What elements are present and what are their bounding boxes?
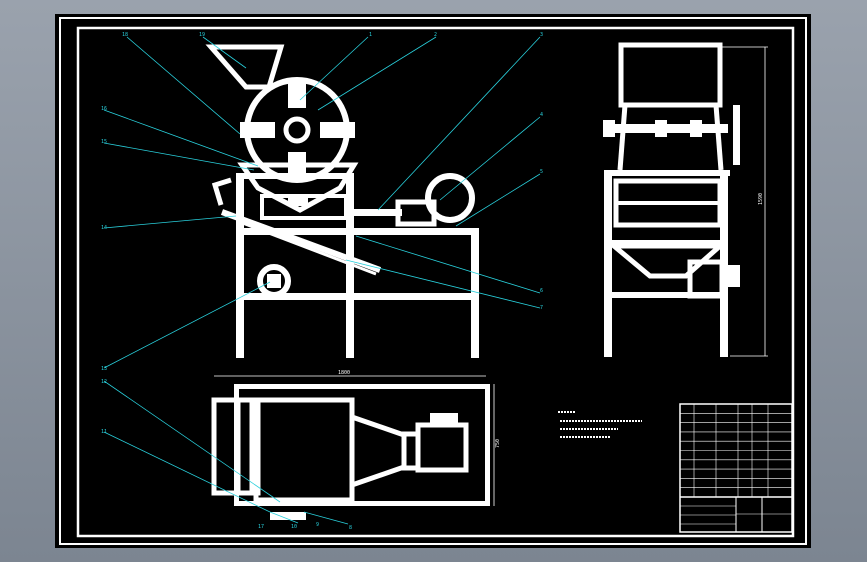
top-motor-stub xyxy=(270,512,306,520)
discharge-funnel xyxy=(237,162,359,213)
top-rail-front xyxy=(234,501,490,506)
callout-3: 3 xyxy=(540,32,543,38)
callout-7: 7 xyxy=(540,305,543,311)
callout-8: 8 xyxy=(349,525,352,531)
frame-leg-left xyxy=(236,173,244,358)
top-view: 1800 750 xyxy=(211,370,501,520)
callout-1: 1 xyxy=(369,32,372,38)
blade-left xyxy=(240,122,275,138)
side-bolt-a xyxy=(655,120,667,137)
front-view xyxy=(205,44,479,358)
callout-10: 10 xyxy=(291,524,297,530)
motor xyxy=(257,264,291,298)
callout-17: 17 xyxy=(258,524,264,530)
height-dimension: 1590 xyxy=(758,193,764,205)
top-fan xyxy=(415,422,469,473)
width-dimension: 750 xyxy=(495,439,501,448)
side-housing-left xyxy=(617,104,628,171)
callout-19: 19 xyxy=(199,32,205,38)
outer-border xyxy=(59,17,807,545)
technical-notes xyxy=(558,411,642,438)
side-view: 1590 xyxy=(603,42,768,357)
callout-4: 4 xyxy=(540,112,543,118)
title-block xyxy=(679,403,793,533)
callout-11: 11 xyxy=(101,429,107,435)
length-dimension: 1800 xyxy=(338,370,350,376)
callout-leaders xyxy=(103,36,541,525)
blade-right xyxy=(320,122,355,138)
callout-18: 18 xyxy=(122,32,128,38)
top-rail-right xyxy=(485,384,490,506)
blade-top xyxy=(288,78,306,108)
frame-mid-rail xyxy=(236,293,479,300)
frame-upper-rail xyxy=(236,173,354,179)
motor-hub xyxy=(267,274,281,288)
frame-top-rail xyxy=(236,228,479,235)
callout-9: 9 xyxy=(316,522,319,528)
inner-frame xyxy=(76,26,795,538)
air-duct xyxy=(354,209,402,216)
side-hopper xyxy=(618,42,723,108)
callout-14: 14 xyxy=(101,225,107,231)
side-bolt-b xyxy=(690,120,702,137)
side-top-rail xyxy=(604,170,730,176)
callout-15: 15 xyxy=(101,139,107,145)
crank-arm xyxy=(211,177,232,206)
side-motor xyxy=(687,259,725,299)
callout-6: 6 xyxy=(540,288,543,294)
callout-labels: 1 2 3 4 5 6 7 8 9 10 11 12 13 14 15 16 1… xyxy=(101,32,543,531)
top-rail-back xyxy=(234,384,490,389)
side-shaft-bar xyxy=(612,124,728,133)
side-housing-right xyxy=(713,104,724,171)
side-leg-left xyxy=(604,170,612,357)
callout-13: 13 xyxy=(101,366,107,372)
rotor-shaft xyxy=(283,116,311,144)
top-fan-cap xyxy=(430,413,458,423)
side-pulley xyxy=(733,105,740,165)
side-motor-end xyxy=(728,265,740,287)
top-screen-frame xyxy=(211,397,255,496)
side-collector xyxy=(607,243,727,279)
side-bearing-left xyxy=(603,120,615,137)
callout-16: 16 xyxy=(101,106,107,112)
side-mid-rail xyxy=(610,240,722,246)
side-low-rail xyxy=(612,292,722,298)
callout-2: 2 xyxy=(434,32,437,38)
screen-clamp xyxy=(288,196,308,206)
fan-volute xyxy=(425,173,475,223)
inclined-sieve xyxy=(220,209,382,273)
sieve-lower-edge xyxy=(239,220,377,276)
callout-5: 5 xyxy=(540,169,543,175)
callout-12: 12 xyxy=(101,379,107,385)
